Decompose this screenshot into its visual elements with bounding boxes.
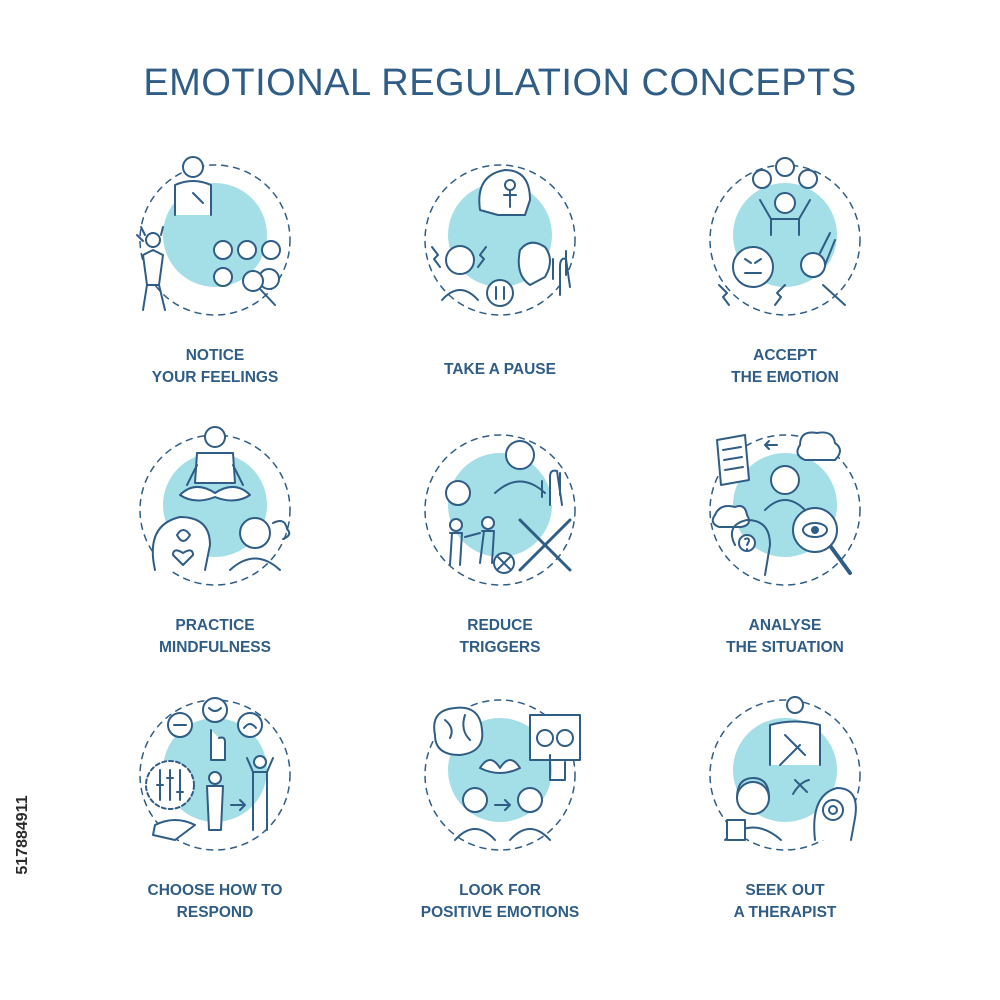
concept-label-line: SEEK OUT — [745, 882, 825, 899]
concept-card-choose-response: CHOOSE HOW TO RESPOND — [85, 690, 345, 960]
concept-card-mindfulness: PRACTICE MINDFULNESS — [85, 425, 345, 695]
concept-label: ACCEPT THE EMOTION — [655, 345, 915, 389]
concept-label-line: TRIGGERS — [459, 639, 541, 656]
take-pause-icon — [420, 155, 580, 316]
concept-label-line: POSITIVE EMOTIONS — [420, 904, 580, 921]
concept-label: PRACTICE MINDFULNESS — [85, 615, 345, 659]
stock-id-watermark: 517884911 — [12, 770, 34, 900]
concept-label-line: ANALYSE — [748, 617, 822, 634]
accept-emotion-icon — [705, 155, 865, 316]
concept-label: LOOK FOR POSITIVE EMOTIONS — [370, 880, 630, 924]
concept-label-line: REDUCE — [467, 617, 533, 634]
concept-label-line: PRACTICE — [175, 617, 255, 634]
concept-label-line: NOTICE — [185, 347, 245, 364]
mindfulness-icon — [135, 425, 295, 586]
concept-card-analyse-situation: ANALYSE THE SITUATION — [655, 425, 915, 695]
concept-card-positive-emotions: LOOK FOR POSITIVE EMOTIONS — [370, 690, 630, 960]
concept-label-line: MINDFULNESS — [159, 639, 271, 656]
concept-label-line: A THERAPIST — [733, 904, 837, 921]
concept-label: TAKE A PAUSE — [370, 359, 630, 381]
concept-card-reduce-triggers: REDUCE TRIGGERS — [370, 425, 630, 695]
concept-label: SEEK OUT A THERAPIST — [655, 880, 915, 924]
concept-label-line: RESPOND — [176, 904, 254, 921]
notice-feelings-icon — [135, 155, 295, 316]
page-title: EMOTIONAL REGULATION CONCEPTS — [143, 62, 857, 104]
concept-card-notice-feelings: NOTICE YOUR FEELINGS — [85, 155, 345, 425]
concept-label-line: YOUR FEELINGS — [151, 369, 279, 386]
concept-label-line: LOOK FOR — [459, 882, 541, 899]
reduce-triggers-icon — [420, 425, 580, 586]
positive-emotions-icon — [420, 690, 581, 851]
concept-card-take-pause: TAKE A PAUSE — [370, 155, 630, 425]
concept-label: ANALYSE THE SITUATION — [655, 615, 915, 659]
concept-label-line: CHOOSE HOW TO — [147, 882, 283, 899]
concept-label-line: ACCEPT — [753, 347, 817, 364]
concept-card-therapist: SEEK OUT A THERAPIST — [655, 690, 915, 960]
choose-response-icon — [135, 690, 295, 851]
stock-id-text: 517884911 — [14, 795, 31, 875]
concept-label-line: THE EMOTION — [731, 369, 839, 386]
concept-label-line: TAKE A PAUSE — [444, 361, 556, 378]
analyse-situation-icon — [705, 425, 865, 586]
concept-card-accept-emotion: ACCEPT THE EMOTION — [655, 155, 915, 425]
concept-label-line: THE SITUATION — [726, 639, 844, 656]
concept-label: NOTICE YOUR FEELINGS — [85, 345, 345, 389]
concept-label: CHOOSE HOW TO RESPOND — [85, 880, 345, 924]
concept-label: REDUCE TRIGGERS — [370, 615, 630, 659]
therapist-icon — [705, 690, 865, 851]
